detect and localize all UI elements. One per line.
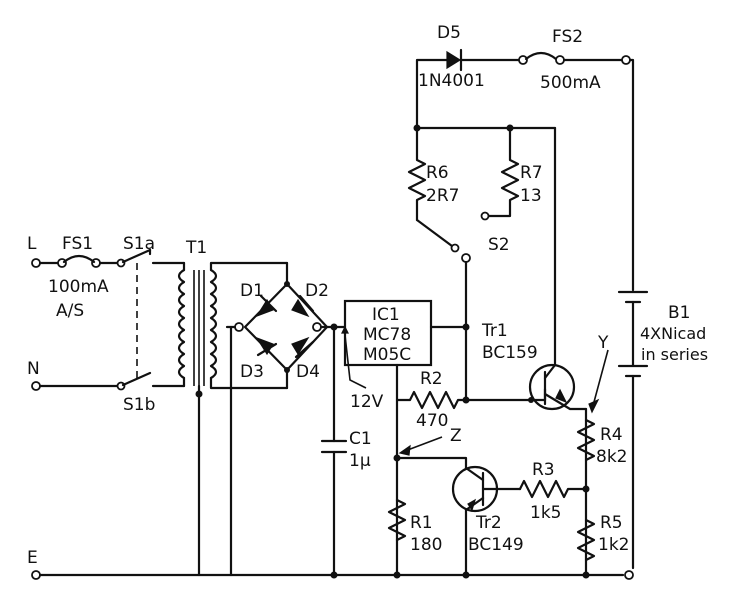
- b1-cells: 4XNicad: [640, 324, 706, 343]
- d4-label: D4: [296, 362, 320, 382]
- transistor-tr2: [451, 465, 522, 579]
- r7-label: R7: [520, 163, 543, 183]
- r7-value: 13: [520, 186, 542, 206]
- d1-label: D1: [240, 281, 264, 301]
- mains-n-label: N: [27, 359, 40, 379]
- top-rail: [415, 48, 635, 292]
- z-marker: [398, 436, 443, 456]
- d2-label: D2: [305, 281, 329, 301]
- t1-label: T1: [185, 238, 207, 258]
- fs2-value: 500mA: [540, 73, 601, 93]
- transformer-t1: [177, 261, 289, 577]
- switch-s1: [116, 248, 186, 391]
- d5-value: 1N4001: [418, 71, 485, 91]
- resistor-r2: [395, 390, 468, 410]
- ic1-part-line1: MC78: [363, 325, 411, 345]
- s2-label: S2: [488, 235, 510, 255]
- fs1-label: FS1: [62, 234, 93, 254]
- d3-label: D3: [240, 362, 264, 382]
- s1b-label: S1b: [123, 395, 155, 415]
- fs1-value: 100mA: [48, 277, 109, 297]
- labels: L N E FS1 100mA A/S S1a S1b T1 D1 D2 D3 …: [27, 23, 708, 568]
- battery-b1: [617, 290, 649, 580]
- voltage-label: 12V: [350, 392, 384, 412]
- d5-label: D5: [437, 23, 461, 43]
- bridge-rectifier: [225, 261, 347, 577]
- mains-e-label: E: [27, 548, 38, 568]
- r1-value: 180: [410, 535, 442, 555]
- ic1-label: IC1: [372, 305, 400, 325]
- tr2-part: BC149: [468, 535, 524, 555]
- y-label: Y: [597, 333, 609, 353]
- tr1-part: BC159: [482, 343, 538, 363]
- b1-label: B1: [668, 303, 690, 323]
- c1-label: C1: [349, 429, 372, 449]
- fs1-type: A/S: [56, 301, 84, 321]
- r2-label: R2: [420, 369, 443, 389]
- capacitor-c1: [320, 325, 348, 579]
- resistor-r3: [518, 479, 590, 499]
- resistor-r6-r7-switch-s2: [407, 124, 557, 402]
- r1-label: R1: [410, 513, 433, 533]
- b1-config: in series: [641, 345, 708, 364]
- tr1-label: Tr1: [481, 321, 508, 341]
- z-label: Z: [450, 426, 462, 446]
- s1a-label: S1a: [123, 234, 155, 254]
- r4-label: R4: [600, 425, 623, 445]
- fs2-label: FS2: [552, 27, 583, 47]
- r6-label: R6: [426, 163, 449, 183]
- r3-label: R3: [532, 460, 555, 480]
- mains-l-label: L: [27, 234, 37, 254]
- fuse-fs1: [57, 254, 120, 268]
- r3-value: 1k5: [530, 503, 561, 523]
- r5-label: R5: [600, 513, 623, 533]
- r4-value: 8k2: [596, 447, 627, 467]
- resistor-r4-r5: [576, 349, 609, 579]
- ic1-part-line2: M05C: [363, 345, 411, 365]
- mains-input: [31, 258, 625, 580]
- tr2-label: Tr2: [475, 513, 502, 533]
- r5-value: 1k2: [598, 535, 629, 555]
- resistor-r1: [387, 454, 468, 579]
- r2-value: 470: [416, 411, 448, 431]
- r6-value: 2R7: [426, 186, 459, 206]
- c1-value: 1µ: [349, 451, 371, 471]
